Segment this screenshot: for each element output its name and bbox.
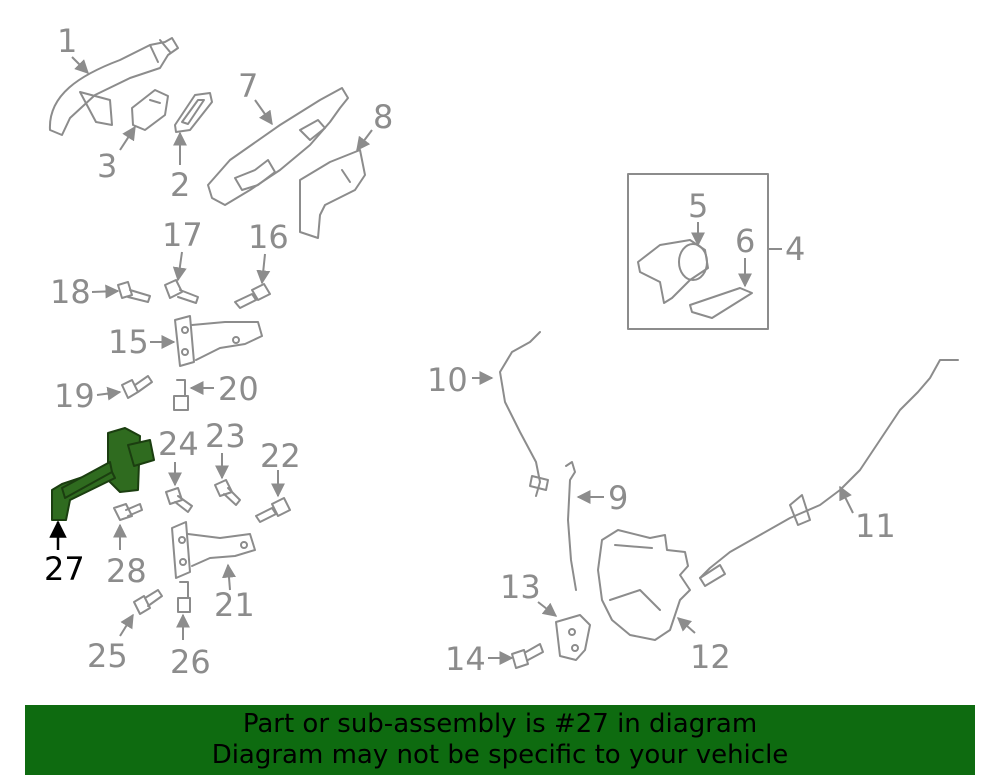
callout-23: 23 bbox=[205, 417, 246, 455]
callout-26: 26 bbox=[170, 643, 211, 681]
callout-25: 25 bbox=[87, 637, 128, 675]
callout-14: 14 bbox=[445, 640, 486, 678]
part-2-gasket bbox=[174, 92, 213, 133]
callout-3: 3 bbox=[97, 147, 117, 185]
callout-15: 15 bbox=[108, 323, 149, 361]
part-27-door-check bbox=[51, 427, 155, 521]
bolt-18 bbox=[117, 281, 151, 303]
callout-9: 9 bbox=[608, 479, 628, 517]
parts-diagram: 1 2 3 4 5 6 7 8 9 10 11 12 13 14 15 16 1… bbox=[44, 22, 959, 681]
part-12-latch bbox=[597, 529, 691, 641]
callout-21: 21 bbox=[214, 586, 255, 624]
part-14-screw bbox=[511, 643, 544, 669]
banner-line-2: Diagram may not be specific to your vehi… bbox=[211, 740, 789, 770]
callout-19: 19 bbox=[54, 377, 95, 415]
callout-20: 20 bbox=[218, 370, 259, 408]
callout-labels: 1 2 3 4 5 6 7 8 9 10 11 12 13 14 15 16 1… bbox=[44, 22, 896, 681]
callout-2: 2 bbox=[170, 166, 190, 204]
info-banner: Part or sub-assembly is #27 in diagram D… bbox=[25, 705, 975, 775]
callout-7: 7 bbox=[238, 67, 258, 105]
part-10-rod bbox=[499, 331, 549, 497]
banner-line-1: Part or sub-assembly is #27 in diagram bbox=[242, 709, 758, 739]
bolt-20 bbox=[173, 379, 189, 411]
bolt-19 bbox=[121, 375, 153, 399]
callout-27: 27 bbox=[44, 550, 85, 588]
callout-8: 8 bbox=[373, 98, 393, 136]
bolt-22 bbox=[255, 497, 291, 523]
callout-18: 18 bbox=[50, 273, 91, 311]
bolt-25 bbox=[133, 589, 163, 615]
callout-16: 16 bbox=[248, 218, 289, 256]
callout-5: 5 bbox=[688, 187, 708, 225]
part-4-kit bbox=[627, 173, 769, 330]
callout-13: 13 bbox=[500, 568, 541, 606]
bolt-28 bbox=[113, 503, 143, 521]
callout-17: 17 bbox=[162, 216, 203, 254]
part-1-exterior-handle bbox=[48, 37, 179, 136]
part-11-cable bbox=[699, 359, 959, 587]
callout-12: 12 bbox=[690, 638, 731, 676]
bolt-23 bbox=[214, 479, 241, 506]
callout-11: 11 bbox=[855, 507, 896, 545]
bolt-16 bbox=[234, 283, 271, 309]
part-13-bracket bbox=[555, 614, 591, 661]
callout-6: 6 bbox=[735, 222, 755, 260]
part-9-rod bbox=[565, 461, 577, 591]
bolt-24 bbox=[165, 487, 193, 513]
callout-24: 24 bbox=[158, 425, 199, 463]
part-3-bracket bbox=[131, 89, 169, 131]
part-15-hinge bbox=[174, 315, 263, 367]
callout-28: 28 bbox=[106, 552, 147, 590]
callout-22: 22 bbox=[260, 437, 301, 475]
callout-10: 10 bbox=[427, 361, 468, 399]
part-21-hinge bbox=[171, 521, 256, 579]
callout-1: 1 bbox=[57, 22, 77, 60]
part-8-cover bbox=[299, 149, 366, 239]
bolt-17 bbox=[164, 279, 199, 304]
callout-4: 4 bbox=[785, 230, 805, 268]
leader-lines bbox=[49, 56, 854, 665]
part-7-handle-frame bbox=[207, 87, 349, 206]
bolt-26 bbox=[177, 581, 191, 613]
